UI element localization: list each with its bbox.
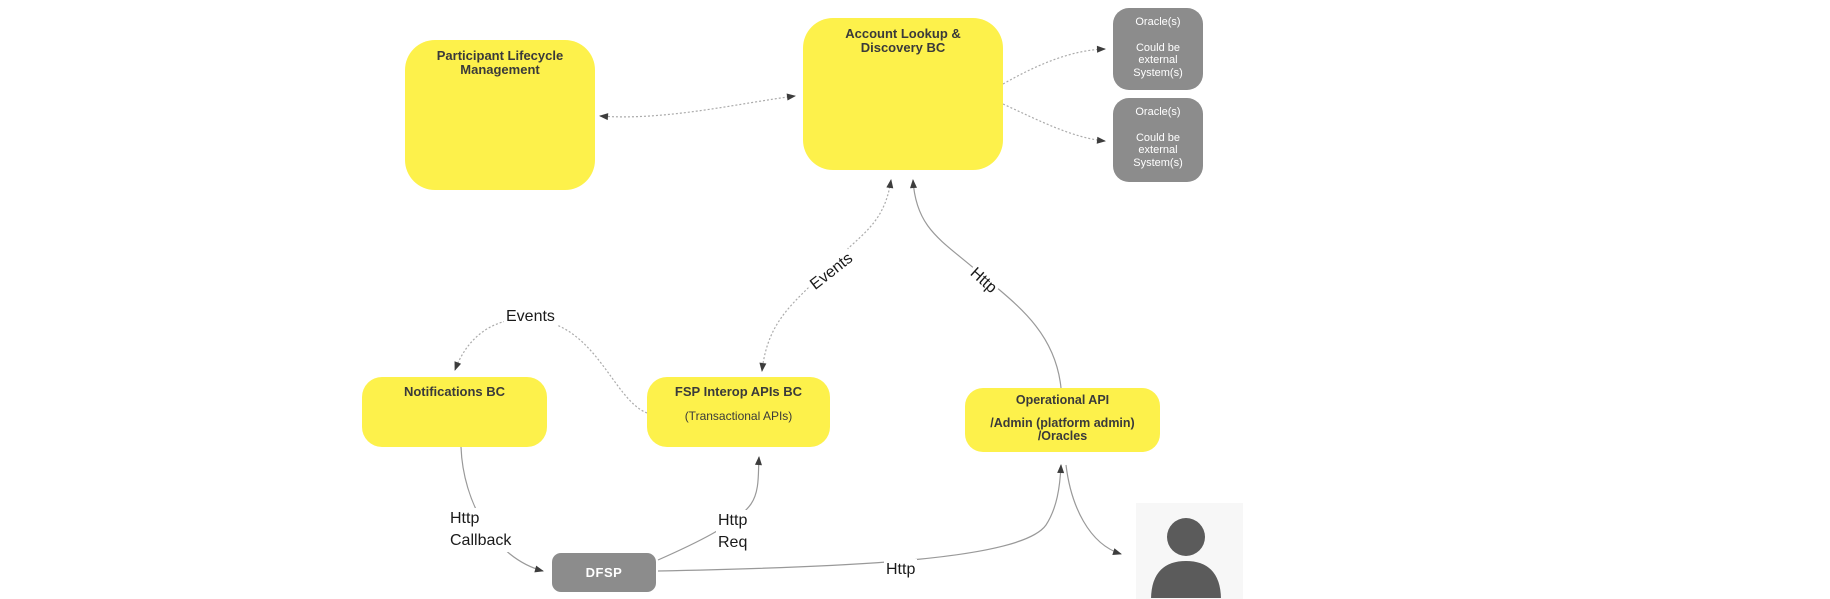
- edge-label-http-req: Http Req: [716, 510, 750, 554]
- node-title: FSP Interop APIs BC: [674, 384, 803, 399]
- node-title: Account Lookup & Discovery BC: [845, 26, 961, 55]
- edge-dfsp-operational-http: [657, 464, 1065, 572]
- edge-account-oracle1: [1002, 45, 1106, 85]
- user-actor: [1136, 503, 1243, 599]
- node-subtext: Could be external System(s): [1133, 41, 1183, 79]
- edge-dfsp-fsp-httpreq: [657, 456, 762, 561]
- edge-plm-account: [599, 93, 796, 121]
- node-participant-lifecycle-management: Participant Lifecycle Management: [405, 40, 595, 190]
- person-icon: [1147, 518, 1225, 599]
- edge-account-oracle2: [1002, 103, 1106, 144]
- node-title: Participant Lifecycle Management: [436, 48, 564, 77]
- node-subtitle: (Transactional APIs): [684, 409, 793, 423]
- node-notifications-bc: Notifications BC: [362, 377, 547, 447]
- edge-label-line: Http: [718, 512, 748, 529]
- node-oracle-bottom: Oracle(s) Could be external System(s): [1113, 98, 1203, 182]
- node-title: Notifications BC: [403, 384, 506, 399]
- node-line-oracles: /Oracles: [1037, 429, 1088, 443]
- edge-label-line: Req: [718, 534, 748, 551]
- node-operational-api: Operational API /Admin (platform admin) …: [965, 388, 1160, 452]
- node-line-admin: /Admin (platform admin): [990, 415, 1135, 430]
- node-title: Operational API: [1015, 393, 1110, 407]
- edge-label-line: Http: [450, 510, 480, 527]
- node-title: Oracle(s): [1135, 106, 1181, 118]
- edge-label-line: Callback: [450, 532, 512, 549]
- node-title: Oracle(s): [1135, 16, 1181, 28]
- node-oracle-top: Oracle(s) Could be external System(s): [1113, 8, 1203, 90]
- edge-label-http-callback: Http Callback: [448, 508, 514, 552]
- node-title: DFSP: [585, 564, 623, 580]
- node-subtext: Could be external System(s): [1133, 131, 1183, 169]
- node-fsp-interop-apis-bc: FSP Interop APIs BC (Transactional APIs): [647, 377, 830, 447]
- edge-label-http-dfsp: Http: [884, 559, 918, 581]
- edge-operational-person: [1065, 464, 1122, 555]
- edge-label-events-notifications: Events: [504, 306, 557, 328]
- node-account-lookup-discovery-bc: Account Lookup & Discovery BC: [803, 18, 1003, 170]
- node-dfsp: DFSP: [552, 553, 656, 592]
